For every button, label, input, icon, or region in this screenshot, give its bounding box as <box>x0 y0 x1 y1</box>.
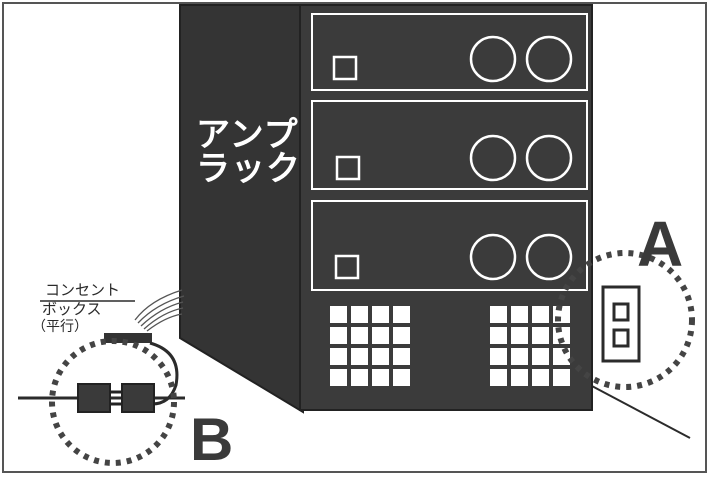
vent-left-cell <box>372 306 389 323</box>
vent-right-cell <box>532 327 549 344</box>
power-cables <box>135 290 184 331</box>
wall-outlet-a <box>603 287 639 361</box>
vent-left-cell <box>351 369 368 386</box>
vent-left-cell <box>330 327 347 344</box>
outlet-box-label-line1: コンセント <box>45 283 120 298</box>
vent-left-cell <box>351 327 368 344</box>
vent-right-cell <box>553 369 570 386</box>
vent-right-cell <box>490 369 507 386</box>
amp-unit-2 <box>312 101 587 189</box>
vent-right-cell <box>511 306 528 323</box>
amp-unit-3 <box>312 201 587 290</box>
vent-left-cell <box>393 369 410 386</box>
vent-left-cell <box>393 348 410 365</box>
rack-side-panel <box>180 5 303 412</box>
vent-right-cell <box>511 348 528 365</box>
floor-line-right <box>590 385 690 438</box>
vent-right-cell <box>490 348 507 365</box>
vent-left-cell <box>393 306 410 323</box>
vent-left-cell <box>372 327 389 344</box>
amp-rack-label-line1: アンプ <box>196 118 299 152</box>
vent-right-cell <box>511 369 528 386</box>
outlet-box-label-line3: （平行） <box>32 320 88 334</box>
vent-right-cell <box>490 327 507 344</box>
vent-right-cell <box>532 306 549 323</box>
vent-left-cell <box>330 348 347 365</box>
marker-a: A <box>637 212 683 276</box>
vent-right-cell <box>532 369 549 386</box>
vent-left-cell <box>372 348 389 365</box>
vent-right-cell <box>532 348 549 365</box>
vent-left-cell <box>351 306 368 323</box>
vent-left-cell <box>372 369 389 386</box>
vent-right-cell <box>490 306 507 323</box>
vent-left-cell <box>330 306 347 323</box>
outlet-box-label-line2: ボックス <box>42 302 102 317</box>
marker-b: B <box>190 410 233 470</box>
amp-rack-label-line2: ラック <box>196 152 301 186</box>
amp-unit-1 <box>312 14 587 90</box>
vent-right-cell <box>511 327 528 344</box>
vent-left-cell <box>393 327 410 344</box>
vent-left-cell <box>330 369 347 386</box>
highlight-circle-b <box>52 341 174 463</box>
vent-left-cell <box>351 348 368 365</box>
